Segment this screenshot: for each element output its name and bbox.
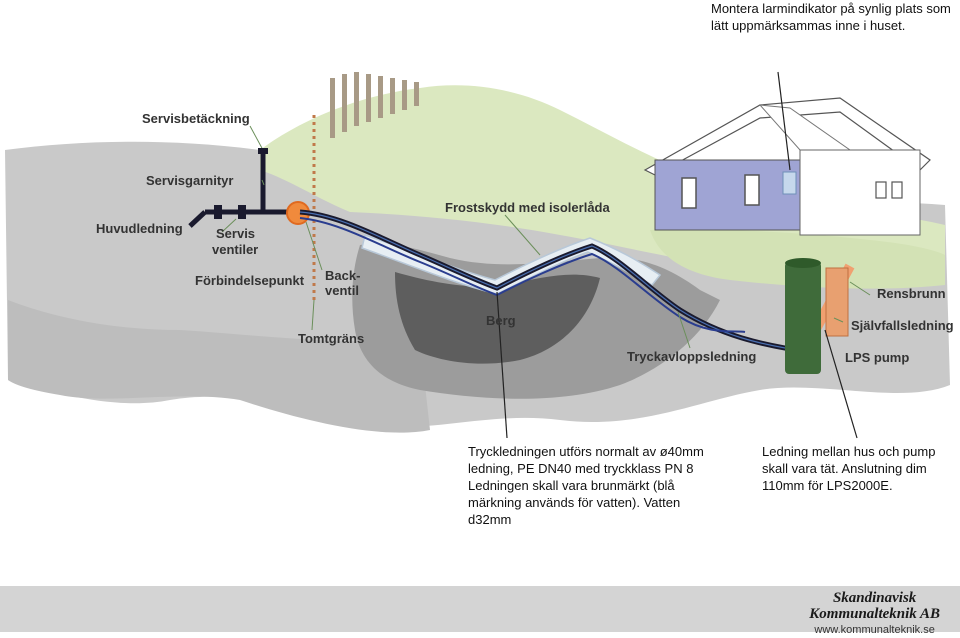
leader-alarm [777, 71, 791, 171]
footer-bar [0, 586, 960, 632]
house-window-1 [681, 177, 697, 209]
label-check-valve-2: ventil [325, 283, 359, 298]
label-connection-point: Förbindelsepunkt [195, 273, 305, 288]
leader-sewer [677, 311, 691, 349]
house-window-4 [891, 181, 903, 199]
label-service-valves-1: Servis [216, 226, 255, 241]
label-cleanout: Rensbrunn [877, 286, 946, 301]
note-alarm-indicator: Montera larmindikator på synlig plats so… [711, 1, 951, 33]
leader-check-valve [305, 221, 323, 271]
leader-connection [824, 329, 858, 439]
leader-fitting [261, 179, 265, 186]
label-check-valve-1: Back- [325, 268, 360, 283]
alarm-indicator [782, 171, 797, 195]
house-window-2 [744, 174, 760, 206]
label-service-fitting: Servisgarnityr [146, 173, 233, 188]
service-valve-2 [238, 205, 246, 219]
fence [330, 72, 419, 138]
house-window-3 [875, 181, 887, 199]
label-lps-pump: LPS pump [845, 350, 909, 365]
label-pressure-sewer: Tryckavloppsledning [627, 349, 756, 364]
lps-pump-body [785, 262, 821, 374]
company-website: www.kommunalteknik.se [814, 624, 935, 636]
label-rock: Berg [486, 313, 516, 328]
company-name-1: Skandinavisk [832, 590, 917, 606]
label-main-line: Huvudledning [96, 221, 183, 236]
note-pressure-pipe: Tryckledningen utförs normalt av ø40mm l… [468, 444, 704, 527]
main-line-stub [188, 210, 207, 228]
lps-pump-top [785, 258, 821, 268]
leader-pressure [496, 291, 508, 439]
leader-property [311, 299, 315, 331]
label-service-cover: Servisbetäckning [142, 111, 250, 126]
leader-gravity [833, 317, 844, 323]
label-gravity-sewer: Självfallsledning [851, 318, 954, 333]
pressure-sewer-highlight [299, 211, 811, 353]
cleanout-well [825, 267, 849, 337]
service-valve-1 [214, 205, 222, 219]
leader-cleanout [849, 281, 871, 296]
leader-valves [221, 218, 237, 233]
rock-core [395, 272, 600, 364]
house [643, 97, 931, 236]
label-service-valves-2: ventiler [212, 242, 258, 257]
label-frost-protection: Frostskydd med isolerlåda [445, 200, 610, 215]
note-house-connection: Ledning mellan hus och pump skall vara t… [762, 444, 936, 493]
service-cover [258, 148, 268, 154]
service-cover-line [249, 125, 264, 151]
company-brand: Skandinavisk Kommunalteknik AB www.kommu… [809, 590, 940, 638]
leader-frost [504, 214, 541, 256]
company-name-2: Kommunalteknik AB [809, 606, 940, 622]
house-wall [654, 159, 801, 231]
label-property-line: Tomtgräns [298, 331, 364, 346]
ground-deep-soil [8, 300, 430, 433]
